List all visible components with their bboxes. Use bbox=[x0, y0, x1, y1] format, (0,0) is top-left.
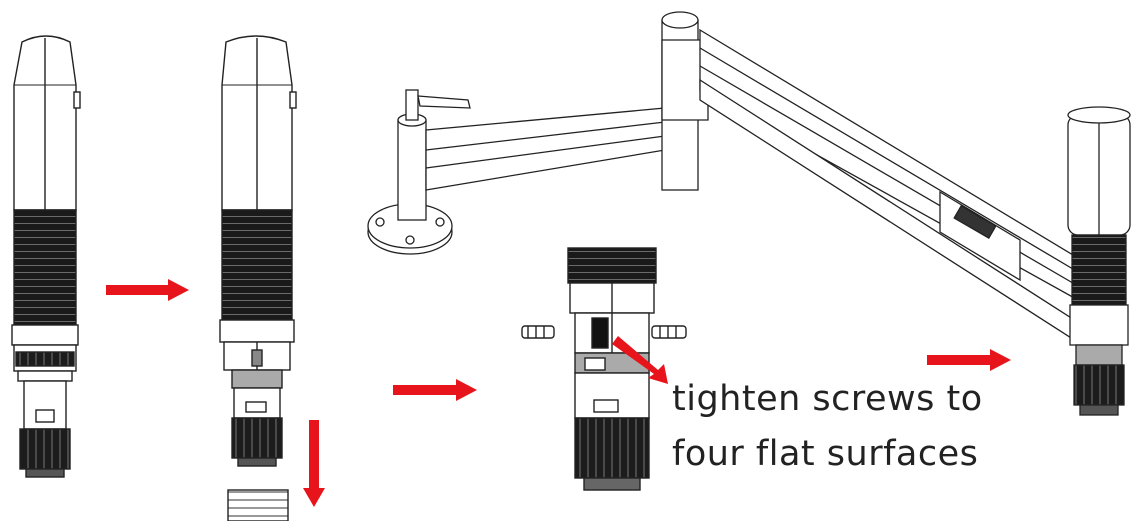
screwdriver-disassembled bbox=[219, 35, 297, 521]
caption-line-1: tighten screws to bbox=[672, 379, 983, 419]
caption-line-2: four flat surfaces bbox=[672, 434, 979, 474]
screw-left bbox=[521, 325, 555, 339]
removed-nose-cap bbox=[227, 489, 289, 521]
screw-right bbox=[651, 325, 687, 339]
screwdriver-head-detail bbox=[521, 247, 687, 491]
screwdriver-assembled bbox=[11, 35, 81, 478]
instruction-caption: tighten screws to four flat surfaces bbox=[672, 372, 1002, 482]
torque-arm bbox=[367, 11, 1131, 416]
red-arrow-icon bbox=[393, 379, 477, 401]
red-arrow-icon bbox=[303, 420, 325, 507]
red-arrow-icon bbox=[106, 279, 189, 301]
red-arrow-icon bbox=[612, 336, 668, 384]
red-arrow-icon bbox=[927, 349, 1011, 371]
